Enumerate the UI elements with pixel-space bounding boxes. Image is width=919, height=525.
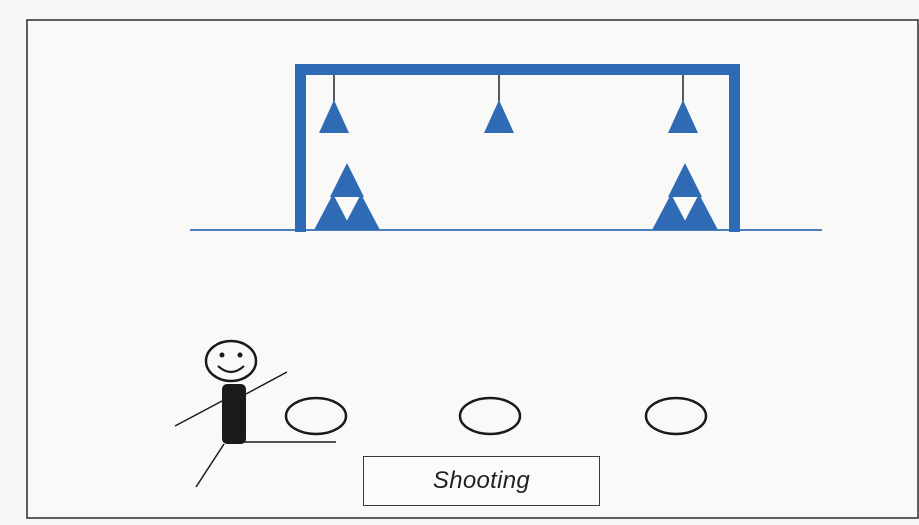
caption-text: Shooting — [433, 467, 530, 495]
caption-box: Shooting — [363, 456, 600, 506]
goal-crossbar — [295, 64, 740, 75]
goal-right-post — [729, 64, 740, 232]
goal-left-post — [295, 64, 306, 232]
page-frame — [27, 20, 918, 518]
player-body — [222, 384, 246, 444]
